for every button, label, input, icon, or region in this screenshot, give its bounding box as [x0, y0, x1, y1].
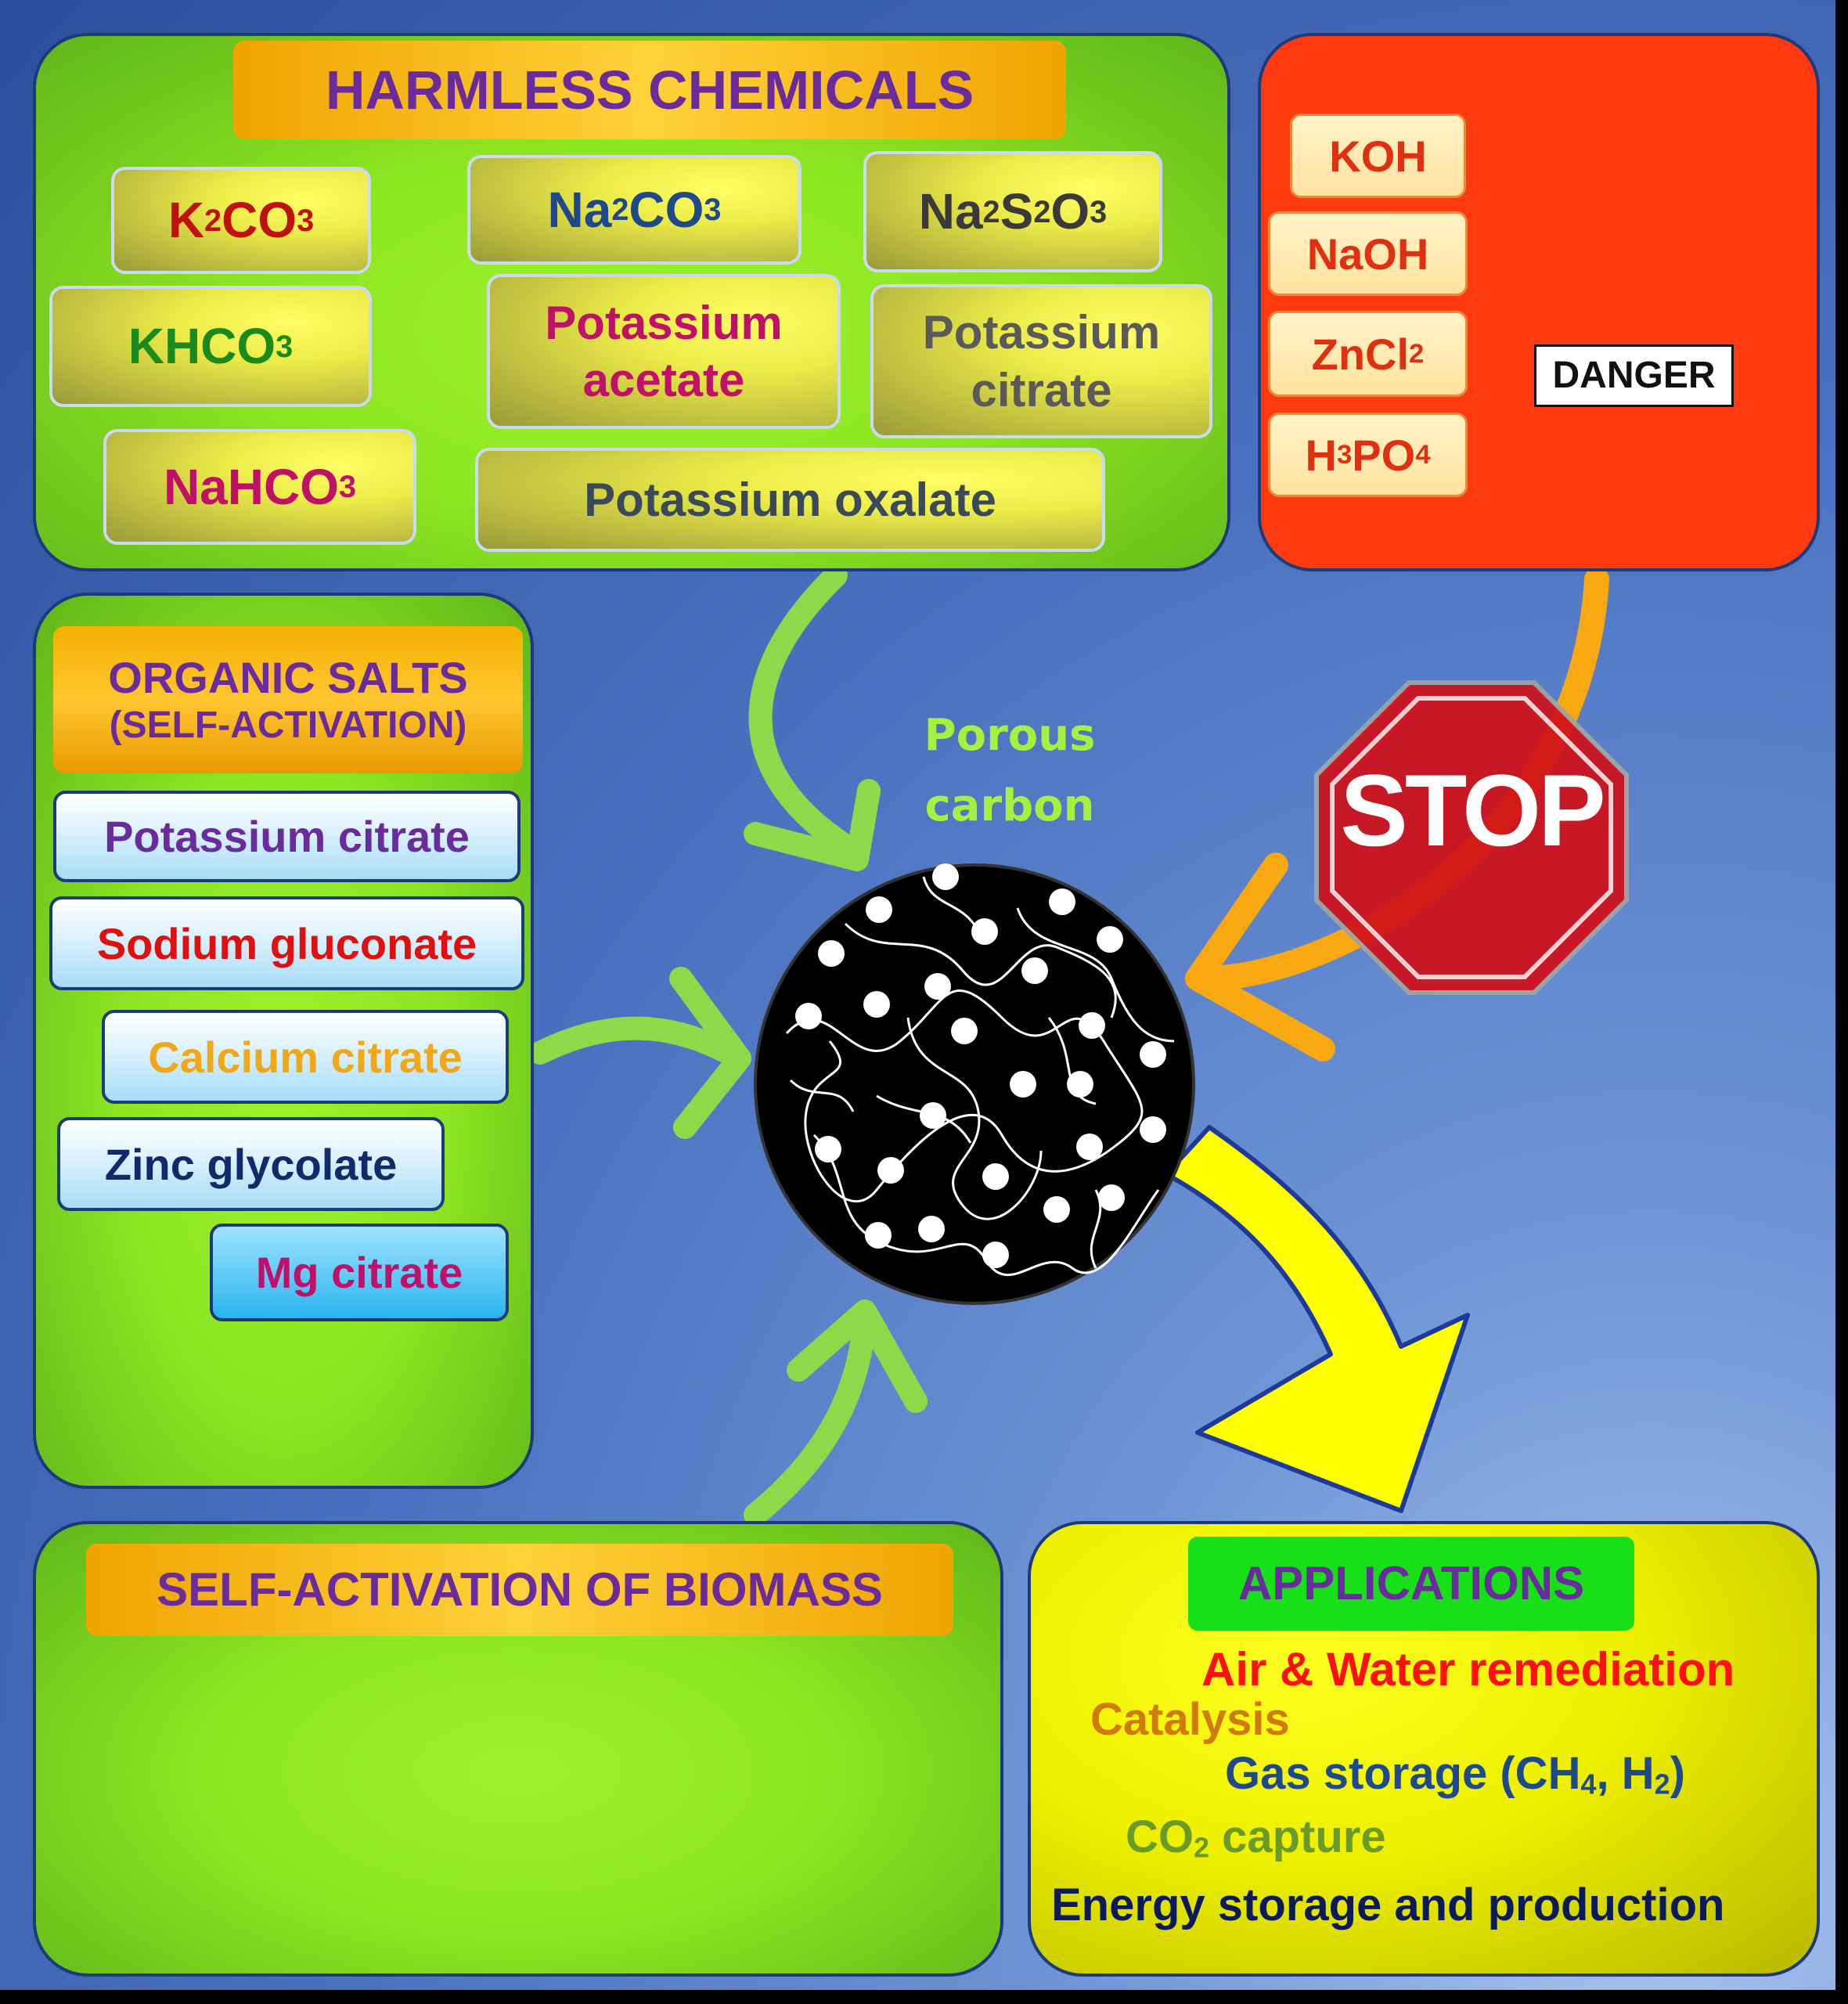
- stop-sign: [1314, 680, 1629, 995]
- barrel-danger-label: DANGER: [1534, 344, 1734, 407]
- chip-koh: KOH: [1290, 114, 1466, 198]
- organic-salt-zinc-glycolate: Zinc glycolate: [57, 1117, 445, 1211]
- organic-salt-mg-citrate: Mg citrate: [210, 1224, 509, 1321]
- green-arrow-bottom: [744, 1299, 928, 1526]
- biomass-title: SELF-ACTIVATION OF BIOMASS: [86, 1544, 953, 1636]
- app-energy: Energy storage and production: [1051, 1880, 1725, 1930]
- app-catalysis: Catalysis: [1090, 1694, 1290, 1745]
- app-air-water: Air & Water remediation: [1201, 1643, 1735, 1696]
- stop-text: STOP: [1340, 753, 1606, 867]
- green-arrow-left: [528, 967, 751, 1139]
- organic-salt-potassium-citrate: Potassium citrate: [53, 791, 521, 882]
- organic-salt-sodium-gluconate: Sodium gluconate: [49, 896, 524, 990]
- harmless-chemicals-title: HARMLESS CHEMICALS: [233, 41, 1066, 139]
- organic-salts-title: ORGANIC SALTS(SELF-ACTIVATION): [53, 626, 523, 773]
- chip-naoh: NaOH: [1268, 211, 1468, 296]
- pore-dots: [795, 863, 1166, 1268]
- chip-potassium-oxalate: Potassium oxalate: [475, 448, 1105, 552]
- yellow-arrow: [1164, 1125, 1470, 1513]
- porous-carbon-sphere: [754, 863, 1195, 1305]
- applications-title: APPLICATIONS: [1188, 1537, 1634, 1631]
- green-arrow-top: [744, 564, 881, 871]
- app-gas-storage: Gas storage (CH4, H2): [1225, 1748, 1685, 1800]
- organic-salt-calcium-citrate: Calcium citrate: [102, 1010, 509, 1104]
- app-co2-capture: CO2 capture: [1126, 1811, 1386, 1864]
